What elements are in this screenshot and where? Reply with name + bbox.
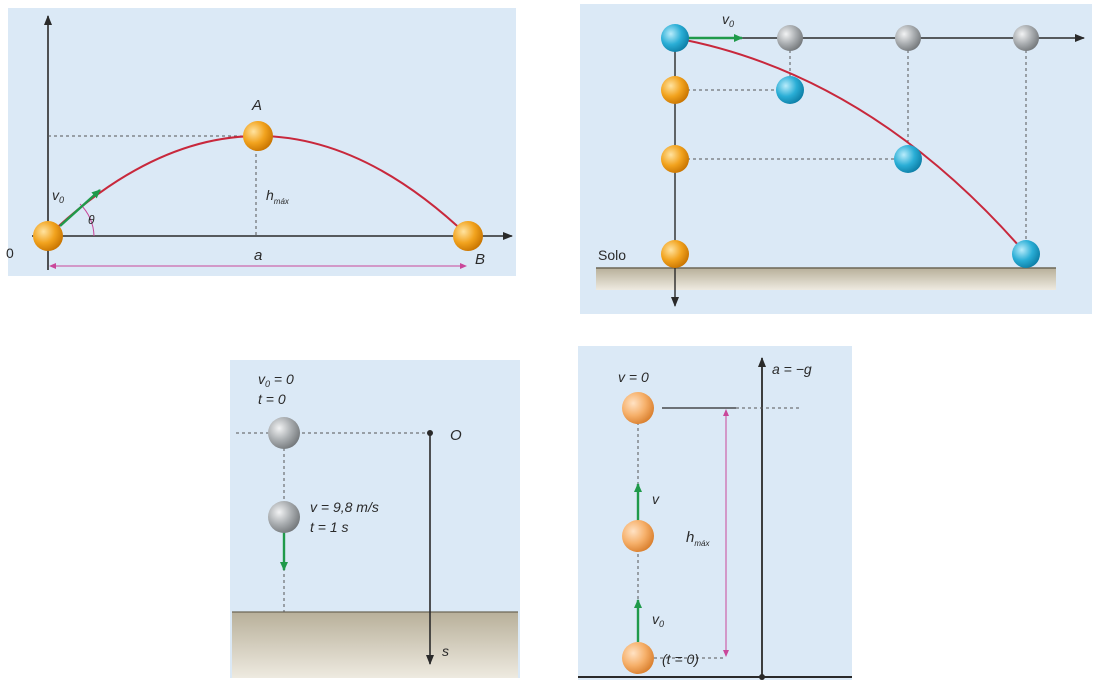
vertical-launch-diagram: v = 0 a = −g v hmáx v0 (t = 0) bbox=[578, 346, 852, 680]
v0-label: v0 bbox=[652, 611, 664, 629]
free-fall-panel: v0 = 0 t = 0 O v = 9,8 m/s t = 1 s s bbox=[230, 360, 520, 678]
v0-label: v0 = 0 bbox=[258, 371, 294, 389]
oblique-launch-diagram: 0 v0 θ A hmáx a B bbox=[6, 8, 516, 276]
velocity-label: v bbox=[652, 491, 660, 507]
v-zero-label: v = 0 bbox=[618, 369, 649, 385]
v0-label: v0 bbox=[52, 187, 64, 205]
ball-y-projection bbox=[661, 76, 689, 104]
axis-base-dot bbox=[759, 674, 765, 680]
ball-trajectory bbox=[894, 145, 922, 173]
ball-origin bbox=[33, 221, 63, 251]
hmax-label: hmáx bbox=[266, 187, 290, 206]
acceleration-label: a = −g bbox=[772, 361, 812, 377]
range-label: a bbox=[254, 247, 262, 264]
hmax-label: hmáx bbox=[686, 529, 710, 548]
initial-velocity-vector bbox=[59, 189, 101, 227]
t0-label: t = 0 bbox=[258, 391, 286, 407]
ball-x-projection bbox=[895, 25, 921, 51]
ball-rising bbox=[622, 520, 654, 552]
ground-label: Solo bbox=[598, 247, 626, 263]
ball-y-projection bbox=[661, 145, 689, 173]
ball-launch bbox=[622, 642, 654, 674]
horizontal-launch-panel: v0 Solo bbox=[580, 4, 1092, 314]
angle-label: θ bbox=[88, 213, 95, 227]
v0-label: v0 bbox=[722, 11, 734, 29]
vertical-launch-panel: v = 0 a = −g v hmáx v0 (t = 0) bbox=[578, 346, 852, 680]
origin-label: 0 bbox=[6, 245, 14, 261]
origin-dot bbox=[427, 430, 433, 436]
ball-start bbox=[268, 417, 300, 449]
t0-label: (t = 0) bbox=[662, 651, 699, 667]
ball-trajectory bbox=[776, 76, 804, 104]
horizontal-launch-diagram: v0 Solo bbox=[580, 4, 1092, 314]
ball-apex bbox=[243, 121, 273, 151]
s-axis-label: s bbox=[442, 643, 449, 659]
ground bbox=[596, 268, 1056, 290]
ball-trajectory bbox=[1012, 240, 1040, 268]
ball-after-1s bbox=[268, 501, 300, 533]
ball-x-projection bbox=[777, 25, 803, 51]
origin-label: O bbox=[450, 427, 462, 444]
velocity-label: v = 9,8 m/s bbox=[310, 499, 379, 515]
free-fall-diagram: v0 = 0 t = 0 O v = 9,8 m/s t = 1 s s bbox=[230, 360, 520, 678]
ball-x-projection bbox=[1013, 25, 1039, 51]
ground bbox=[232, 612, 518, 678]
oblique-launch-panel: 0 v0 θ A hmáx a B bbox=[6, 8, 516, 276]
panel-background bbox=[578, 346, 852, 680]
trajectory-curve bbox=[674, 37, 1027, 255]
ball-launch bbox=[661, 24, 689, 52]
apex-label: A bbox=[251, 97, 262, 114]
ball-apex bbox=[622, 392, 654, 424]
end-label: B bbox=[475, 251, 485, 268]
ball-y-projection bbox=[661, 240, 689, 268]
time-label: t = 1 s bbox=[310, 519, 349, 535]
ball-end bbox=[453, 221, 483, 251]
